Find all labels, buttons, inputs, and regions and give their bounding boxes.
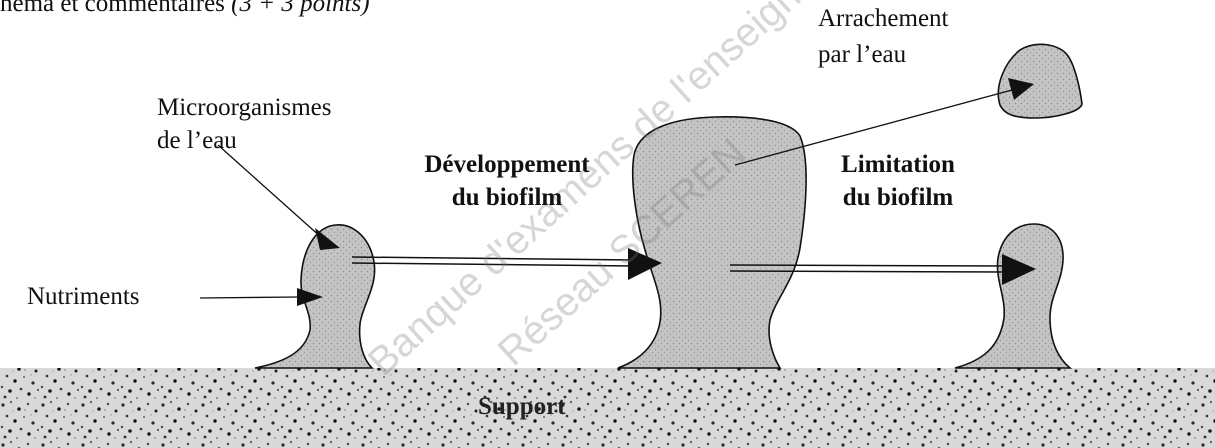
label-nutriments: Nutriments xyxy=(27,282,140,312)
header-points: (3 + 3 points) xyxy=(231,0,369,17)
arrow-nutriments xyxy=(200,288,323,306)
label-developpement-line2: du biofilm xyxy=(398,183,616,213)
label-microorganismes-line2: de l’eau xyxy=(157,126,237,156)
label-microorganismes-line1: Microorganismes xyxy=(157,93,332,123)
label-arrachement-line1: Arrachement xyxy=(818,4,948,34)
biofilm-large xyxy=(618,117,806,368)
arrow-development xyxy=(352,248,662,280)
page-header: héma et commentaires (3 + 3 points) xyxy=(0,0,370,19)
support-layer xyxy=(0,368,1215,448)
label-support: Support xyxy=(478,393,566,421)
header-text: héma et commentaires xyxy=(0,0,231,17)
label-limitation-line1: Limitation xyxy=(818,150,978,180)
arrow-microorganismes xyxy=(218,145,340,250)
label-developpement-line1: Développement xyxy=(398,150,616,180)
label-arrachement-line2: par l’eau xyxy=(818,40,906,70)
label-limitation-line2: du biofilm xyxy=(818,183,978,213)
biofilm-medium xyxy=(955,224,1070,368)
